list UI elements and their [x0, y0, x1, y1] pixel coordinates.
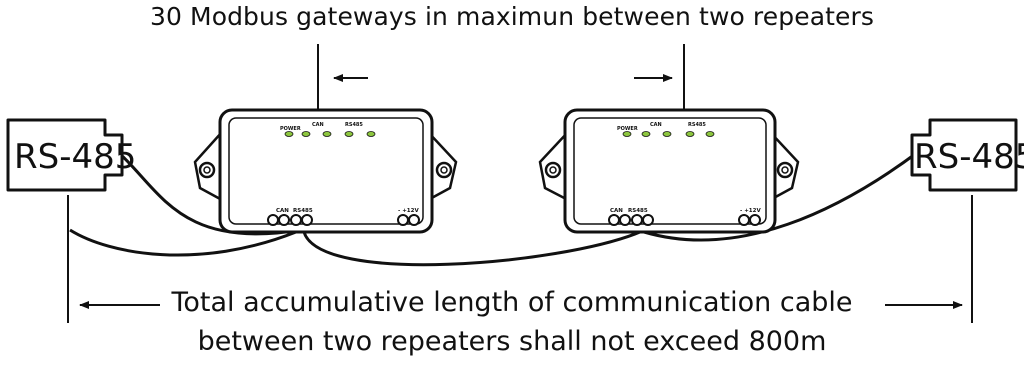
led-can-tx [641, 131, 651, 137]
cable-left-to-repeater1 [116, 150, 301, 236]
port-label-can: CAN [276, 208, 289, 214]
status-leds [622, 131, 715, 137]
right-connector-label: RS-485 [914, 137, 1024, 177]
repeater-1: POWER CAN RS485 CAN RS485 - +12V [193, 108, 458, 234]
gateway-limit-caption: 30 Modbus gateways in maximun between tw… [149, 2, 875, 31]
port-label-power: - +12V [398, 208, 419, 214]
led-label-power: POWER [617, 126, 638, 132]
led-rs485-rx [366, 131, 376, 137]
port-label-power: - +12V [740, 208, 761, 214]
dimension-markers [67, 44, 973, 323]
cable-length-caption-line2: between two repeaters shall not exceed 8… [197, 326, 827, 357]
port-label-can: CAN [610, 208, 623, 214]
led-label-power: POWER [280, 126, 301, 132]
repeater-2: POWER CAN RS485 CAN RS485 - +12V [538, 108, 800, 234]
terminal-block [608, 214, 761, 226]
cable-repeater2-to-right [643, 150, 919, 242]
led-rs485-rx [705, 131, 715, 137]
led-can-tx [301, 131, 311, 137]
led-rs485-tx [344, 131, 354, 137]
led-can-rx [662, 131, 672, 137]
led-label-can: CAN [312, 122, 324, 128]
led-rs485-tx [685, 131, 695, 137]
right-rs485-connector: RS-485 [910, 118, 1024, 192]
led-label-rs485: RS485 [345, 122, 363, 128]
cable-repeater1-to-repeater2 [302, 230, 641, 267]
cable-repeater1-loop [69, 228, 297, 257]
status-leds [284, 131, 376, 137]
port-label-rs485: RS485 [628, 208, 648, 214]
communication-cables [69, 150, 919, 267]
terminal-block [267, 214, 420, 226]
left-connector-label: RS-485 [14, 137, 136, 177]
cable-length-caption-line1: Total accumulative length of communicati… [171, 287, 853, 318]
led-power [284, 131, 294, 137]
port-label-rs485: RS485 [293, 208, 313, 214]
led-label-rs485: RS485 [688, 122, 706, 128]
led-can-rx [322, 131, 332, 137]
led-label-can: CAN [650, 122, 662, 128]
left-rs485-connector: RS-485 [6, 118, 136, 192]
led-power [622, 131, 632, 137]
